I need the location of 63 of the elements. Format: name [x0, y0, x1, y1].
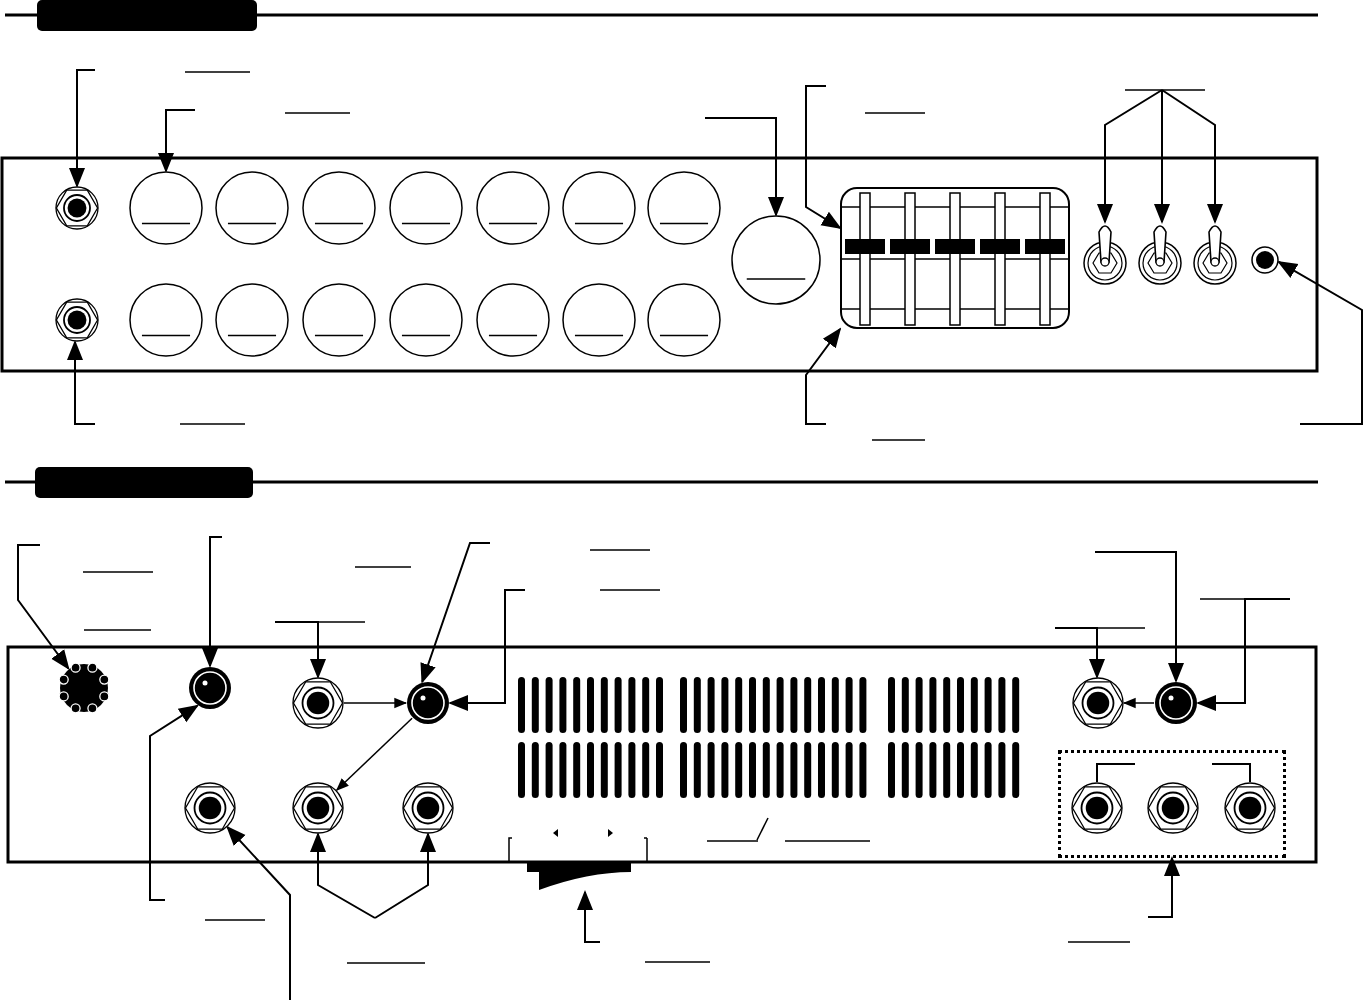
leader-line [1097, 89, 1163, 224]
leader-line [1277, 261, 1363, 425]
leader-line [1161, 89, 1223, 224]
arrow [1122, 697, 1155, 709]
knob [562, 171, 636, 245]
leader-line [310, 832, 376, 919]
leader-line [448, 589, 526, 711]
arrow [343, 697, 408, 709]
leader-line [226, 825, 291, 1001]
round-socket [406, 681, 450, 725]
leader-line [67, 339, 96, 425]
knob [389, 283, 463, 357]
jack-socket [402, 782, 454, 834]
jack-socket [1147, 782, 1199, 834]
knob [302, 171, 376, 245]
leader-line [420, 542, 491, 684]
knob [731, 215, 821, 305]
jack-socket [1224, 782, 1276, 834]
leader-line [805, 85, 842, 230]
leader-line [805, 327, 842, 425]
knob [476, 171, 550, 245]
dotted-group [1058, 750, 1286, 858]
knob [389, 171, 463, 245]
power-socket [59, 663, 109, 713]
slider-panel [840, 187, 1070, 329]
leader-line [17, 544, 70, 671]
knob [647, 171, 721, 245]
knob [476, 283, 550, 357]
leader-line [577, 890, 601, 943]
knob [215, 171, 289, 245]
leader-line [374, 832, 436, 919]
jack-socket [1072, 677, 1124, 729]
jack-socket [292, 677, 344, 729]
jack-socket [292, 782, 344, 834]
jack-socket [55, 186, 99, 230]
toggle-switch [1082, 222, 1128, 286]
leader-line [274, 621, 326, 679]
knob [129, 171, 203, 245]
leader-line [704, 117, 784, 217]
knob [562, 283, 636, 357]
led-indicator [1251, 246, 1279, 274]
leader-line [69, 69, 96, 188]
toggle-switch [1192, 222, 1238, 286]
jack-socket [184, 782, 236, 834]
jack-socket [55, 298, 99, 342]
knob [129, 283, 203, 357]
leader-line [1094, 551, 1184, 683]
knob [647, 283, 721, 357]
knob [302, 283, 376, 357]
arrow [335, 717, 413, 791]
round-socket [188, 666, 232, 710]
leader-line [158, 109, 196, 173]
leader-line [202, 536, 223, 668]
toggle-switch [1137, 222, 1183, 286]
leader-line [1054, 627, 1105, 679]
knob [215, 283, 289, 357]
rocker-switch [508, 826, 648, 892]
leader-line [1196, 598, 1291, 711]
jack-socket [1071, 782, 1123, 834]
leader-line [149, 704, 199, 901]
leader-line [1154, 89, 1170, 224]
round-socket [1154, 681, 1198, 725]
leader-line [1147, 856, 1180, 918]
